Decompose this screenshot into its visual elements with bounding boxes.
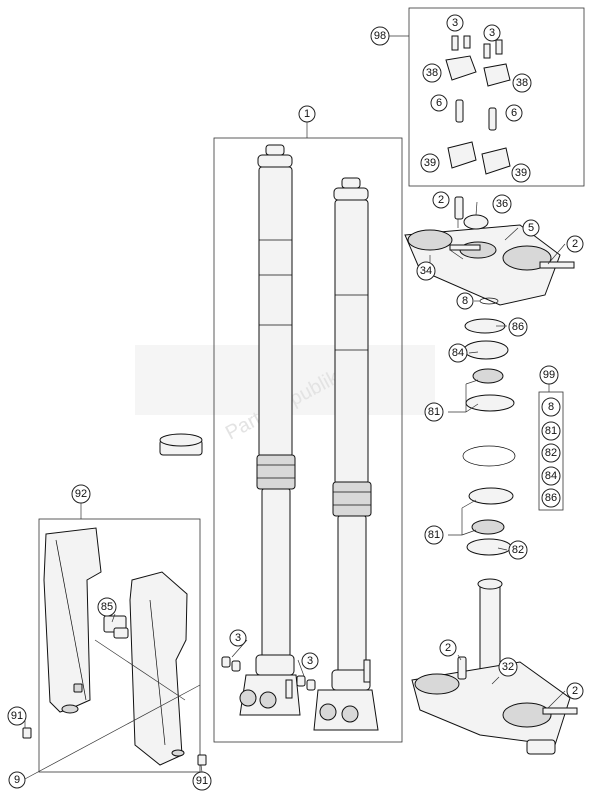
svg-text:2: 2 [572,238,578,250]
fork-foot-screws [221,656,316,691]
svg-text:6: 6 [511,107,517,119]
svg-text:1: 1 [304,108,310,120]
callout-38: 38 [422,63,442,83]
svg-text:5: 5 [528,222,534,234]
callout-34: 34 [416,261,436,281]
fork-leg-left [239,144,301,716]
callout-3: 3 [301,652,319,670]
clamp-kit-parts [445,35,511,175]
svg-text:9: 9 [14,774,20,786]
svg-text:2: 2 [572,685,578,697]
svg-text:39: 39 [515,167,527,179]
svg-text:6: 6 [436,97,442,109]
callout-91: 91 [7,706,27,726]
svg-text:85: 85 [101,601,113,613]
callout-91: 91 [192,771,212,791]
callout-84: 84 [448,343,468,363]
svg-text:92: 92 [75,488,87,500]
svg-text:81: 81 [428,529,440,541]
callout-3: 3 [446,14,464,32]
lower-triple-clamp [411,578,578,755]
svg-text:99: 99 [543,369,555,381]
svg-text:3: 3 [489,27,495,39]
svg-text:36: 36 [496,198,508,210]
svg-text:38: 38 [426,67,438,79]
svg-text:84: 84 [452,347,464,359]
kit99-item-86: 86 [541,488,561,508]
callout-85: 85 [97,597,117,617]
svg-text:84: 84 [545,470,557,482]
svg-text:32: 32 [502,661,514,673]
callout-9: 9 [8,771,26,789]
svg-text:86: 86 [512,321,524,333]
callout-38: 38 [512,73,532,93]
svg-text:8: 8 [548,401,554,413]
fork-protectors [22,527,207,766]
callout-2: 2 [439,639,457,657]
svg-text:3: 3 [235,632,241,644]
steering-bearing-stack [462,297,516,556]
callout-81: 81 [424,525,444,545]
callout-2: 2 [566,235,584,253]
kit99-item-81: 81 [541,421,561,441]
svg-text:82: 82 [512,544,524,556]
clamp-kit-frame [408,7,585,187]
svg-text:91: 91 [196,775,208,787]
loose-seal-ring [159,433,203,456]
callout-2: 2 [566,682,584,700]
fork-leg-right [313,177,379,731]
callout-6: 6 [430,94,448,112]
bearing-kit-frame [538,391,564,511]
svg-text:81: 81 [545,425,557,437]
svg-text:39: 39 [424,157,436,169]
svg-text:2: 2 [438,194,444,206]
callout-82: 82 [508,540,528,560]
callout-39: 39 [511,163,531,183]
callout-3: 3 [483,24,501,42]
callout-8: 8 [456,292,474,310]
svg-text:86: 86 [545,492,557,504]
svg-text:38: 38 [516,77,528,89]
leader-lines [22,35,566,781]
callout-92: 92 [71,484,91,504]
kit99-item-82: 82 [541,443,561,463]
callout-86: 86 [508,317,528,337]
callout-5: 5 [522,219,540,237]
callout-99: 99 [539,365,559,385]
svg-text:3: 3 [452,17,458,29]
svg-text:82: 82 [545,447,557,459]
callout-2: 2 [432,191,450,209]
upper-triple-clamp [404,196,575,306]
callout-1: 1 [298,105,316,123]
fork-protector-frame [38,518,201,773]
fork-legs-frame [213,137,403,743]
svg-text:8: 8 [462,295,468,307]
callout-6: 6 [505,104,523,122]
svg-text:81: 81 [428,406,440,418]
callout-81: 81 [424,402,444,422]
svg-text:3: 3 [307,655,313,667]
callout-36: 36 [492,194,512,214]
callout-39: 39 [420,153,440,173]
callout-98: 98 [370,26,390,46]
callout-3: 3 [229,629,247,647]
svg-text:2: 2 [445,642,451,654]
svg-text:98: 98 [374,30,386,42]
svg-text:91: 91 [11,710,23,722]
callout-32: 32 [498,657,518,677]
svg-text:34: 34 [420,265,432,277]
kit99-item-84: 84 [541,466,561,486]
kit99-item-8: 8 [541,397,561,417]
